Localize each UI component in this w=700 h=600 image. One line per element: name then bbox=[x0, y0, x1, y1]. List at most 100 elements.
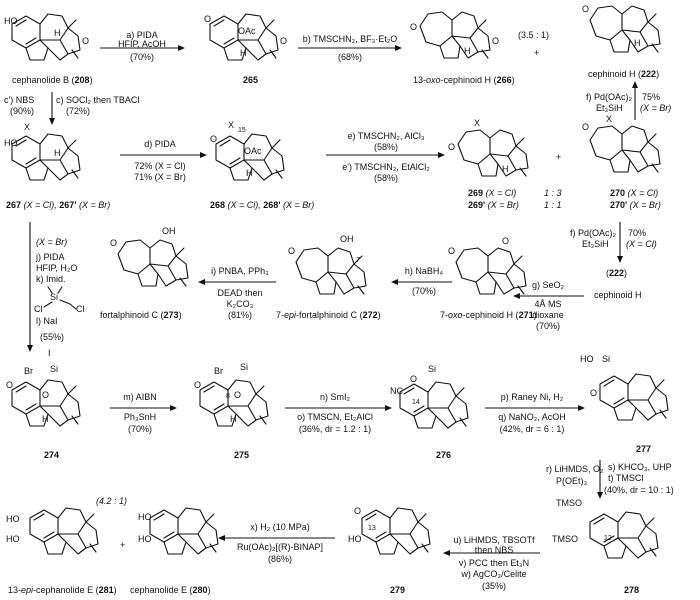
arrow-e-head bbox=[438, 152, 445, 158]
atom-num-14: 14 bbox=[412, 399, 420, 406]
molecule-278: TMSO TMSO 12 bbox=[552, 498, 659, 559]
reagent-h-line1: h) NaBH₄ bbox=[405, 266, 444, 276]
label-222-mid: (222) bbox=[606, 268, 627, 278]
reagent-m: m) AIBN Ph₃SnH (70%) bbox=[123, 392, 157, 434]
reagent-c: c') NBS (90%) c) SOCl₂ then TBACl (72%) bbox=[4, 95, 139, 116]
reagent-n-line1: n) SmI₂ bbox=[320, 392, 351, 402]
atom-ho: HO bbox=[4, 16, 18, 26]
atom-num-12: 12 bbox=[604, 535, 612, 542]
molecule-271: O O bbox=[448, 236, 527, 295]
atom-br: Br bbox=[24, 366, 33, 376]
reagent-n-line2: o) TMSCN, Et₂AlCl bbox=[297, 412, 373, 422]
atom-i: I bbox=[48, 348, 51, 358]
reagent-r-line1: r) LiHMDS, O₂ bbox=[546, 464, 604, 474]
atom-o: O bbox=[492, 36, 499, 46]
reagent-f-mid-line3: 70% bbox=[628, 228, 646, 238]
reagent-r-line2: P(OEt)₃ bbox=[556, 476, 588, 486]
reagent-f-mid: f) Pd(OAc)₂ Et₃SiH 70% (X = Cl) bbox=[570, 228, 657, 249]
atom-tmso-top: TMSO bbox=[556, 498, 582, 508]
plus-top: + bbox=[534, 48, 539, 58]
atom-h: H bbox=[42, 414, 49, 424]
reagent-r-line5: (40%, dr = 10 : 1) bbox=[604, 485, 674, 495]
atom-o-ether: O bbox=[234, 390, 241, 400]
reagent-b: b) TMSCHN₂, BF₃·Et₂O (68%) bbox=[303, 34, 398, 62]
label-278: 278 bbox=[624, 585, 639, 595]
reagent-u-line1: u) LiHMDS, TBSOTf bbox=[453, 535, 535, 545]
label-272: 7-epi-fortalphinoid C (272) bbox=[276, 310, 381, 320]
arrow-f-mid-head bbox=[617, 256, 623, 263]
reagent-j-line6: (55%) bbox=[40, 332, 64, 342]
atom-h: H bbox=[246, 168, 253, 178]
atom-ho: HO bbox=[580, 354, 594, 364]
arrow-u-head bbox=[443, 550, 450, 556]
molecule-273: OH O bbox=[110, 226, 189, 287]
reagent-n: n) SmI₂ o) TMSCN, Et₂AlCl (36%, dr = 1.2… bbox=[297, 392, 373, 434]
reagent-g-line3: dioxane bbox=[532, 310, 564, 320]
arrow-r-head bbox=[597, 492, 603, 499]
reagent-d-line1: d) PIDA bbox=[144, 139, 176, 149]
reagent-p: p) Raney Ni, H₂ q) NaNO₂, AcOH (42%, dr … bbox=[498, 392, 566, 434]
molecule-276: NC O Si 14 bbox=[390, 364, 469, 429]
reagent-g-line2: 4Å MS bbox=[534, 299, 561, 309]
reagent-p-line1: p) Raney Ni, H₂ bbox=[501, 392, 564, 402]
atom-o-carbonyl: O bbox=[354, 506, 361, 516]
reagent-d: d) PIDA 72% (X = Cl) 71% (X = Br) bbox=[134, 139, 186, 182]
atom-oac: OAc bbox=[244, 146, 262, 156]
atom-o-carbonyl: O bbox=[410, 22, 417, 32]
label-222-top: cephinoid H (222) bbox=[588, 69, 659, 79]
label-274: 274 bbox=[44, 450, 59, 460]
reagent-u-line3: v) PCC then Et₃N bbox=[459, 558, 529, 568]
arrow-n-head bbox=[385, 405, 392, 411]
atom-o-carbonyl: O bbox=[6, 380, 13, 390]
reagent-g-line4: (70%) bbox=[536, 321, 560, 331]
silane-bonds bbox=[43, 286, 77, 310]
label-265: 265 bbox=[243, 75, 258, 85]
atom-x: X bbox=[606, 114, 612, 124]
molecule-272: OH 7 O bbox=[288, 234, 367, 295]
atom-oh: OH bbox=[162, 226, 176, 236]
atom-x: X bbox=[228, 120, 234, 130]
label-281: 13-epi-cephanolide E (281) bbox=[8, 585, 117, 595]
label-208: cephanolide B (208) bbox=[12, 75, 93, 85]
atom-num-13: 13 bbox=[368, 525, 376, 532]
atom-ho-2: HO bbox=[138, 534, 152, 544]
molecule-279: O 13 HO bbox=[348, 506, 431, 555]
reagent-x-line2: Ru(OAc)₂[(R)-BINAP] bbox=[237, 542, 323, 552]
reagent-i-line4: (81%) bbox=[228, 310, 252, 320]
reagent-f-top-line4: (X = Br) bbox=[640, 103, 671, 113]
atom-o-carbonyl: O bbox=[288, 246, 295, 256]
reagent-f-mid-line4: (X = Cl) bbox=[626, 239, 657, 249]
label-280: cephanolide E (280) bbox=[130, 585, 211, 595]
atom-x: X bbox=[24, 122, 30, 132]
reagent-i-line1: i) PNBA, PPh₃ bbox=[211, 266, 269, 276]
reagent-p-line3: (42%, dr = 6 : 1) bbox=[500, 424, 565, 434]
arrow-b-head bbox=[395, 45, 402, 51]
reagent-a-line1: a) PIDA bbox=[126, 30, 158, 40]
molecule-275: Br Si O 8 O H bbox=[194, 362, 269, 427]
label-273: fortalphinoid C (273) bbox=[100, 310, 182, 320]
plus-bottom: + bbox=[120, 540, 125, 550]
atom-h: H bbox=[634, 38, 641, 48]
arrow-a-head bbox=[178, 45, 185, 51]
atom-o-carbonyl: O bbox=[110, 238, 117, 248]
label-270p: 270' (X = Br) bbox=[610, 200, 661, 210]
atom-cl2-reagent: Cl bbox=[76, 304, 85, 314]
label-276: 276 bbox=[436, 450, 451, 460]
reagent-f-top-line1: f) Pd(OAc)₂ bbox=[586, 92, 633, 102]
reagent-i-line2: DEAD then bbox=[217, 288, 262, 298]
molecule-277: HO Si O bbox=[580, 354, 669, 421]
arrow-i-head bbox=[198, 279, 205, 285]
reagent-f-top-line3: 75% bbox=[642, 92, 660, 102]
reagent-c-line4: (72%) bbox=[66, 106, 90, 116]
reagent-d-line3: 71% (X = Br) bbox=[134, 172, 186, 182]
atom-h: H bbox=[464, 46, 471, 56]
reagent-c-line3: c) SOCl₂ then TBACl bbox=[56, 95, 139, 105]
reagent-j-line2: j) PIDA bbox=[35, 252, 65, 262]
atom-h: H bbox=[54, 148, 61, 158]
atom-o: O bbox=[280, 36, 287, 46]
reagent-j-line5: l) NaI bbox=[36, 316, 58, 326]
atom-oh: OH bbox=[340, 234, 354, 244]
reagent-m-line3: (70%) bbox=[128, 424, 152, 434]
label-269p: 269' (X = Br) bbox=[468, 200, 519, 210]
atom-o-carbonyl: O bbox=[448, 246, 455, 256]
